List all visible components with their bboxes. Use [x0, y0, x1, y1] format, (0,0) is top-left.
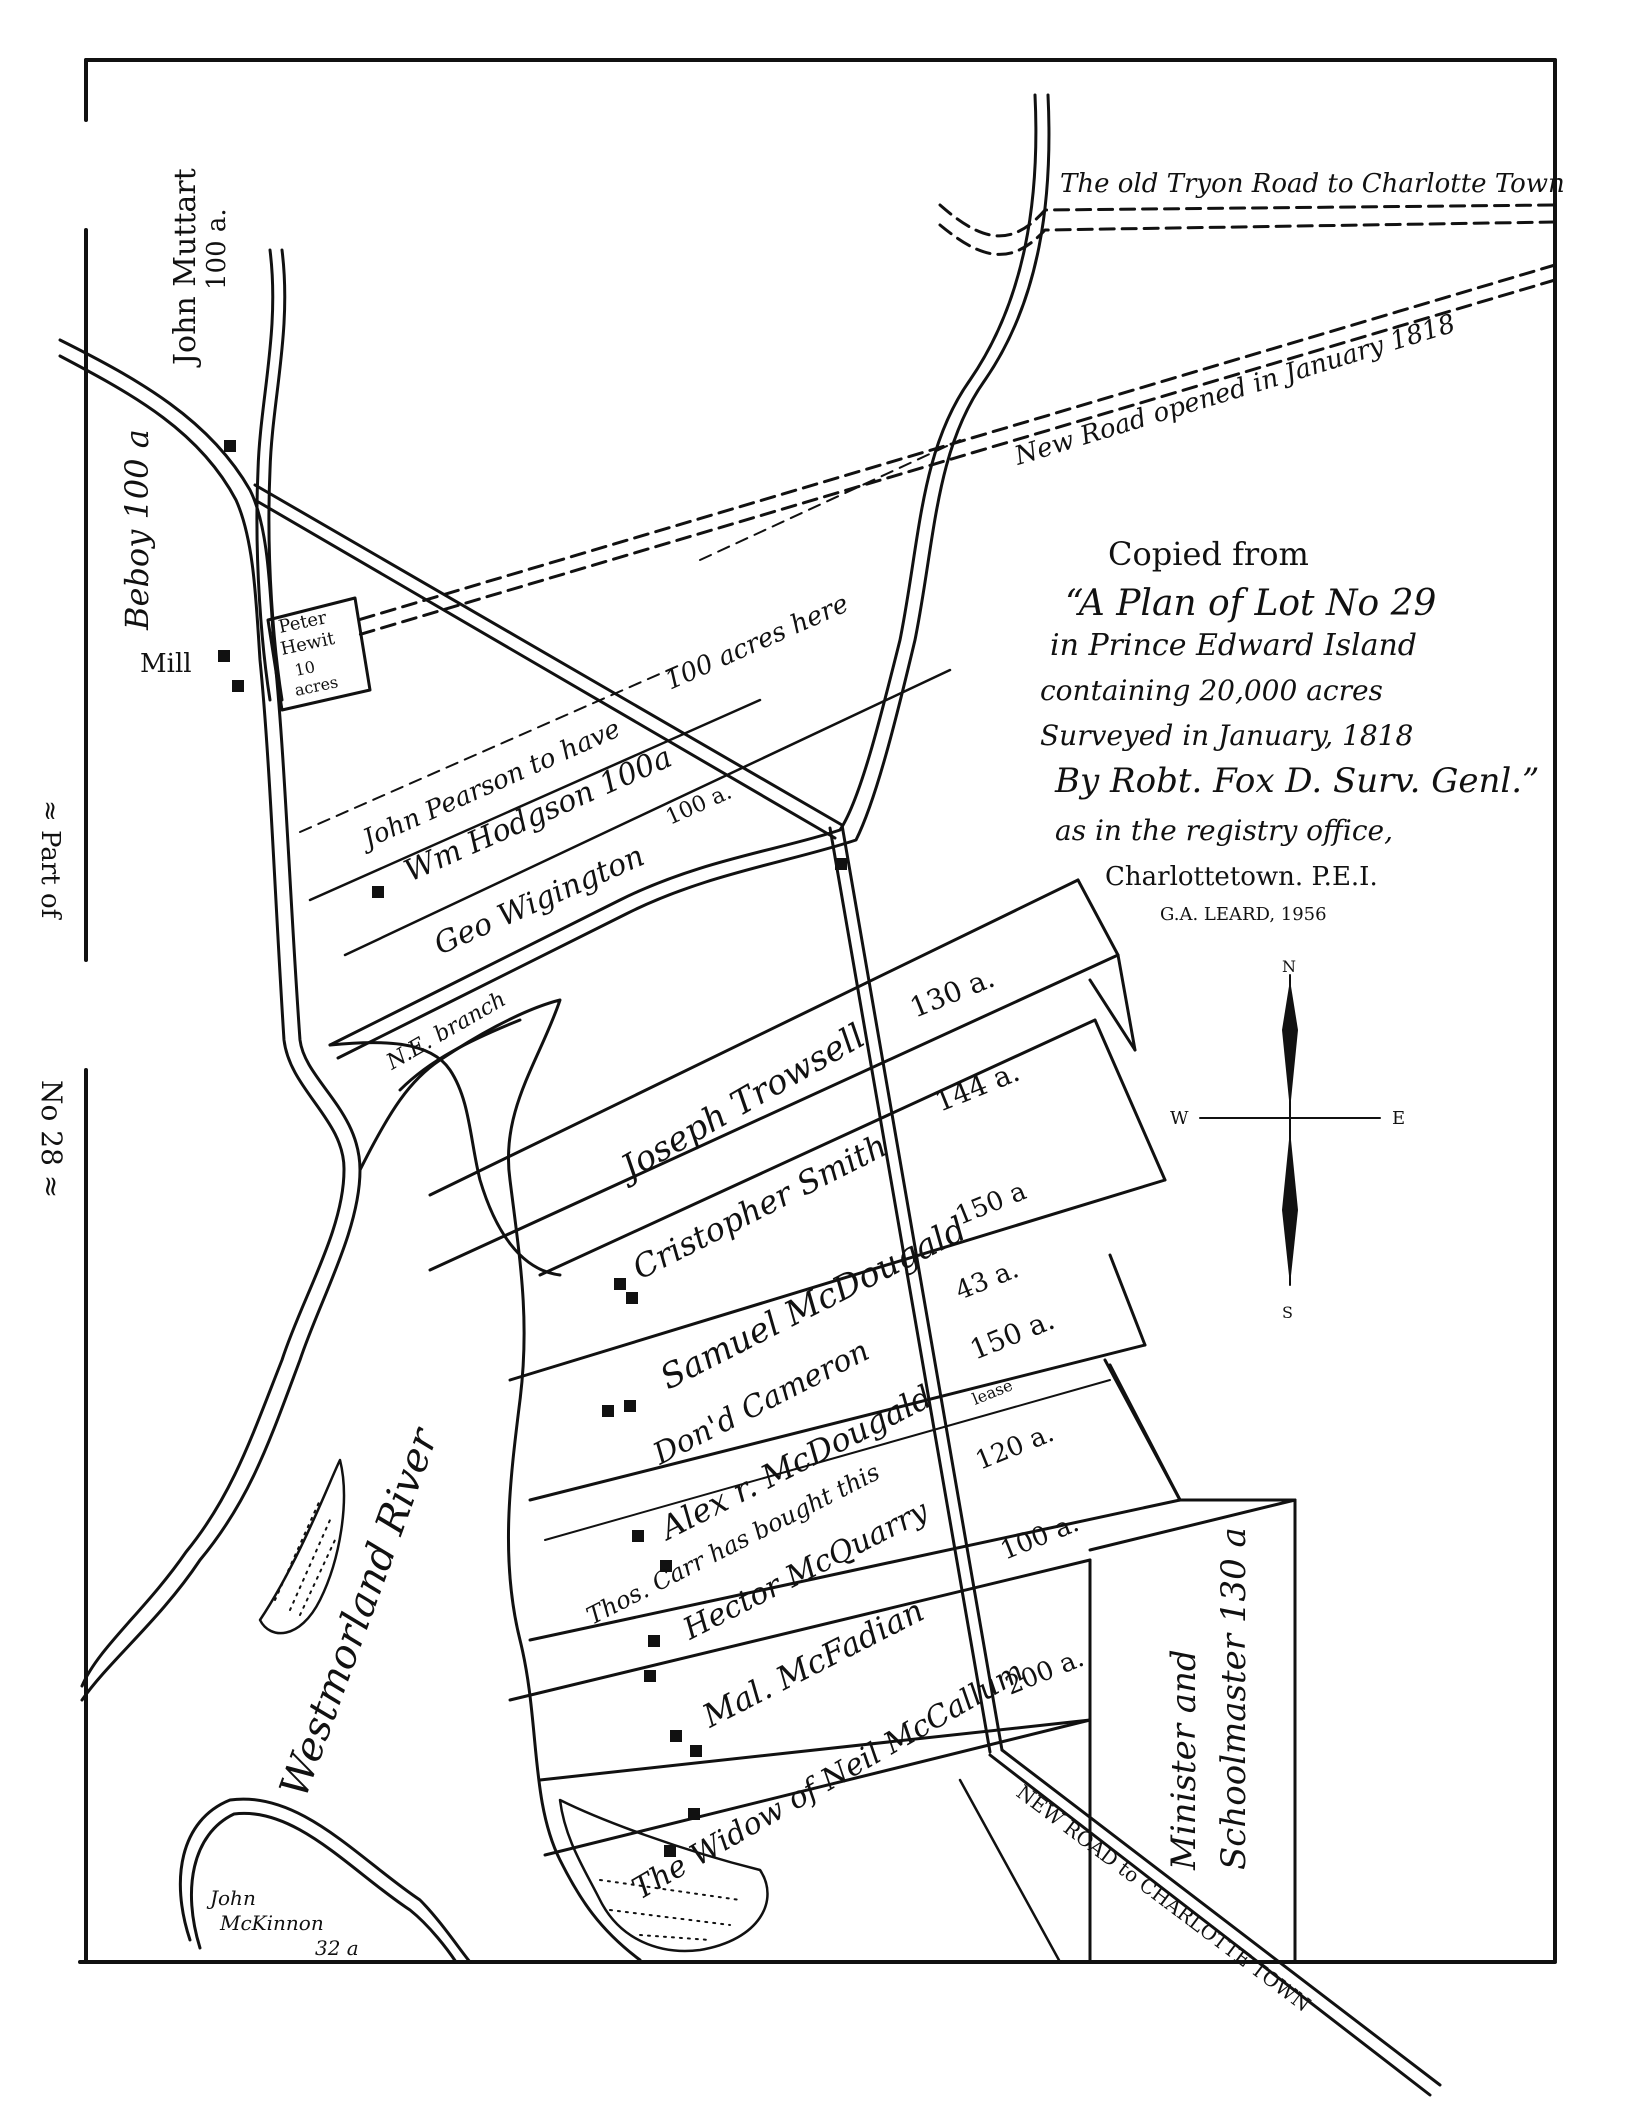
title-line-1: Copied from: [1108, 535, 1309, 573]
main-road: [253, 483, 1442, 2097]
title-line-8: Charlottetown. P.E.I.: [1105, 862, 1378, 892]
lease-label: lease: [969, 1375, 1015, 1408]
title-line-5: Surveyed in January, 1818: [1040, 719, 1413, 752]
beboy-label: Beboy 100 a: [118, 429, 156, 631]
mcdougald-a-acres: 150 a.: [965, 1303, 1059, 1367]
compass-w: W: [1170, 1108, 1189, 1129]
ne-branch-river: [328, 93, 1051, 1277]
title-block: Copied from “A Plan of Lot No 29 in Prin…: [1040, 535, 1539, 925]
new-road-1818-label: New Road opened in January 1818: [1010, 309, 1458, 472]
old-tryon-road-label: The old Tryon Road to Charlotte Town: [1060, 169, 1565, 199]
mill-label: Mill: [140, 649, 192, 679]
title-line-9: G.A. LEARD, 1956: [1160, 904, 1327, 925]
compass-e: E: [1392, 1108, 1405, 1129]
title-line-6: By Robt. Fox D. Surv. Genl.”: [1054, 761, 1539, 801]
cameron-acres: 43 a.: [951, 1254, 1023, 1306]
westmorland-river-label: Westmorland River: [271, 1420, 448, 1803]
compass-s: S: [1282, 1303, 1293, 1322]
minister-label-2: Schoolmaster 130 a: [1214, 1527, 1254, 1870]
lot-boundaries-north: [299, 439, 961, 957]
lot-28-label: No 28 ≈: [35, 1080, 68, 1198]
mcfadian-acres: 100 a.: [996, 1508, 1083, 1566]
new-road-1818: [356, 263, 1557, 637]
marsh-patches: [258, 1458, 769, 1953]
muttart-label: John Muttart: [168, 168, 203, 368]
title-line-3: in Prince Edward Island: [1050, 628, 1417, 663]
title-line-7: as in the registry office,: [1055, 814, 1393, 847]
mckinnon-label-2: McKinnon: [219, 1911, 324, 1935]
mckinnon-stream: [178, 1797, 472, 1964]
peter-hewit-3: 10: [293, 657, 317, 680]
peter-hewit-lot: [266, 596, 372, 712]
westmorland-river: [58, 248, 642, 1962]
compass-n: N: [1282, 957, 1296, 976]
old-tryon-road: [938, 203, 1557, 256]
title-line-2: “A Plan of Lot No 29: [1065, 583, 1436, 624]
pearson-acres: 100 acres here: [661, 589, 853, 697]
part-of-label: ≈ Part of: [35, 800, 65, 921]
mckinnon-label-1: John: [206, 1886, 256, 1910]
smith-acres: 144 a.: [930, 1055, 1024, 1119]
title-line-4: containing 20,000 acres: [1040, 674, 1383, 707]
mcquarry-acres: 120 a.: [971, 1418, 1058, 1476]
house-markers: [218, 440, 847, 1857]
lot-strips-south: [428, 878, 1297, 1964]
mckinnon-label-3: 32 a: [315, 1936, 359, 1960]
compass-rose: [1199, 974, 1381, 1286]
minister-label-1: Minister and: [1164, 1649, 1204, 1871]
mccallum-acres: 200 a.: [1001, 1643, 1088, 1701]
mccallum-label: The Widow of Neil McCallum: [627, 1654, 1031, 1907]
muttart-acres: 100 a.: [202, 208, 232, 290]
